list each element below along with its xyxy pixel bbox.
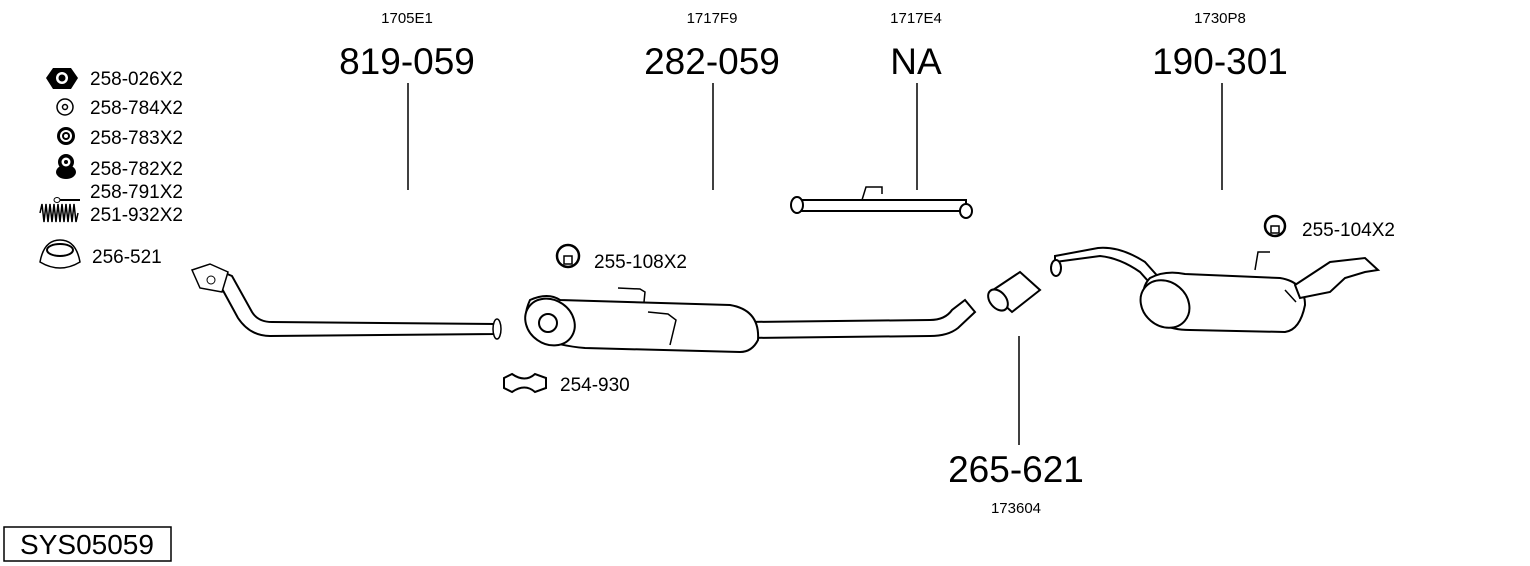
accessory-label: 255-108X2 [594, 252, 687, 273]
rubber-mount-icon [56, 154, 76, 179]
system-id: SYS05059 [20, 529, 154, 560]
legend-label: 256-521 [92, 247, 162, 268]
part-middle-silencer[interactable]: 1717F9 282-059 [644, 10, 780, 190]
part-intermediate-pipe[interactable]: 1717E4 NA [890, 10, 942, 190]
hanger-icon [1263, 214, 1287, 238]
rear-silencer-drawing [1050, 246, 1381, 334]
ring-washer-icon [57, 127, 75, 145]
bolt-icon [53, 197, 80, 203]
part-number: 265-621 [948, 449, 1084, 490]
hanger-icon [555, 243, 581, 269]
part-rear-silencer[interactable]: 1730P8 190-301 [1152, 10, 1288, 190]
part-number: 282-059 [644, 41, 780, 82]
gasket-ring-icon [39, 239, 81, 269]
front-pipe-drawing [190, 263, 502, 340]
legend: 258-026X2 258-784X2 258-783X2 258-782X2 … [39, 68, 183, 269]
part-connector[interactable]: 265-621 173604 [948, 336, 1084, 517]
part-code: 1705E1 [381, 10, 433, 27]
washer-icon [56, 98, 74, 116]
part-code: 173604 [991, 500, 1041, 517]
legend-label: 258-782X2 [90, 159, 183, 180]
clamp-icon [503, 372, 547, 394]
part-code: 1717F9 [687, 10, 738, 27]
legend-label: 258-791X2 [90, 182, 183, 203]
spring-icon [39, 203, 79, 223]
part-number: 190-301 [1152, 41, 1288, 82]
part-code: 1717E4 [890, 10, 942, 27]
part-number: 819-059 [339, 41, 475, 82]
legend-label: 251-932X2 [90, 205, 183, 226]
system-id-box: SYS05059 [3, 526, 172, 562]
accessory-label: 254-930 [560, 375, 630, 396]
accessory-label: 255-104X2 [1302, 220, 1395, 241]
part-number: NA [890, 41, 942, 82]
connector-drawing [987, 270, 1042, 314]
part-front-pipe[interactable]: 1705E1 819-059 [339, 10, 475, 190]
legend-label: 258-026X2 [90, 69, 183, 90]
hex-nut-icon [46, 68, 78, 89]
legend-label: 258-783X2 [90, 128, 183, 149]
legend-label: 258-784X2 [90, 98, 183, 119]
middle-silencer-drawing [524, 287, 977, 354]
part-code: 1730P8 [1194, 10, 1246, 27]
intermediate-pipe-drawing [790, 186, 973, 219]
